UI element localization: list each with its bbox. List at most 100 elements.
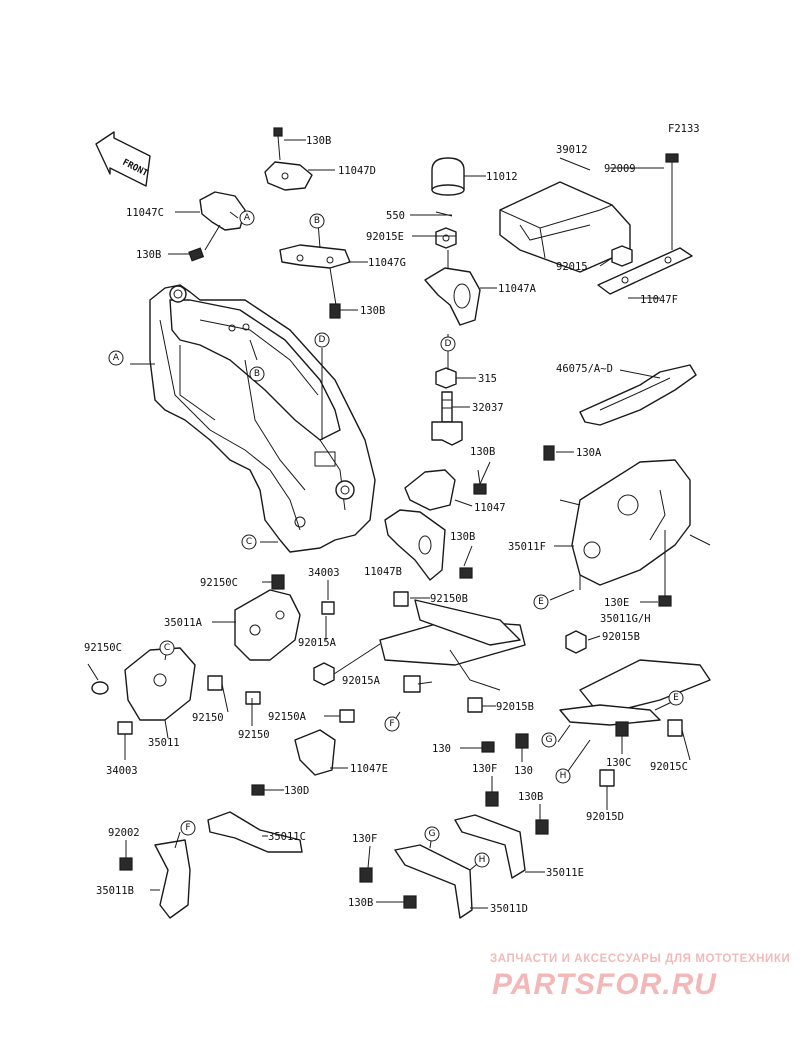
- label-11047a: 11047A: [498, 283, 537, 295]
- callout-g-2: G: [429, 829, 436, 839]
- label-92150a: 92150A: [268, 711, 307, 723]
- label-34003-top: 34003: [308, 567, 340, 579]
- watermark-brand: PARTSFOR.RU: [492, 968, 717, 1001]
- stay-35011f-part: [559, 459, 711, 590]
- callout-f-2: F: [185, 823, 190, 833]
- label-92150b: 92150B: [430, 593, 468, 605]
- watermark: ЗАПЧАСТИ И АКСЕССУАРЫ ДЛЯ МОТОТЕХНИКИ PA…: [490, 953, 790, 1001]
- label-92015: 92015: [556, 261, 588, 273]
- cap-11012-part: [431, 157, 465, 196]
- callout-f-1: F: [389, 719, 394, 729]
- cross-member-part: [313, 591, 526, 723]
- label-34003-bottom: 34003: [106, 765, 138, 777]
- part-number-labels: 130B 11047D 11047C 130B 11047G 130B 1101…: [84, 135, 688, 915]
- screw-92009-part: [665, 153, 679, 250]
- bracket-11047d-part: [264, 127, 313, 191]
- callout-d-1: D: [319, 335, 326, 345]
- label-92150-a: 92150: [192, 712, 224, 724]
- stay-35011b-part: [119, 839, 191, 919]
- label-92002: 92002: [108, 827, 140, 839]
- label-130b-top: 130B: [306, 135, 331, 147]
- label-11047g: 11047G: [368, 257, 406, 269]
- stud-32037-part: [431, 391, 463, 446]
- bolt-130a-part: [543, 445, 555, 461]
- figure-code: F2133: [668, 123, 700, 135]
- label-92150c-top: 92150C: [200, 577, 238, 589]
- main-frame-part: [149, 284, 376, 553]
- label-35011c: 35011C: [268, 831, 306, 843]
- label-11047b: 11047B: [364, 566, 402, 578]
- label-11047e: 11047E: [350, 763, 388, 775]
- label-130d: 130D: [284, 785, 309, 797]
- label-130b-e: 130B: [348, 897, 373, 909]
- label-11012: 11012: [486, 171, 518, 183]
- label-39012: 39012: [556, 144, 588, 156]
- label-130-b: 130: [514, 765, 533, 777]
- label-130f-a: 130F: [472, 763, 497, 775]
- bracket-11047a-part: [424, 267, 481, 326]
- label-92015d: 92015D: [586, 811, 624, 823]
- nut-315-part: [435, 367, 457, 389]
- label-35011d: 35011D: [490, 903, 528, 915]
- label-32037: 32037: [472, 402, 504, 414]
- label-35011: 35011: [148, 737, 180, 749]
- callout-c-1: C: [246, 537, 252, 547]
- bracket-11047-part: [404, 469, 487, 511]
- bracket-35011a-part: [234, 574, 335, 661]
- nut-92015e-part: [435, 227, 457, 249]
- label-315: 315: [478, 373, 497, 385]
- callout-h-1: H: [560, 771, 567, 781]
- callout-e-2: E: [673, 693, 679, 703]
- label-11047d: 11047D: [338, 165, 376, 177]
- label-130b-left: 130B: [136, 249, 161, 261]
- front-arrow-icon: FRONT: [95, 131, 151, 187]
- nut-92015-part: [611, 245, 633, 267]
- label-130c: 130C: [606, 757, 631, 769]
- label-550: 550: [386, 210, 405, 222]
- callout-a-2: A: [113, 353, 120, 363]
- label-92015c: 92015C: [650, 761, 688, 773]
- callout-letters: A A B B C C D D E E F F G G H H: [108, 210, 684, 868]
- label-46075: 46075/A~D: [556, 363, 613, 375]
- callout-d-2: D: [445, 339, 452, 349]
- callout-a-1: A: [244, 213, 251, 223]
- label-35011e: 35011E: [546, 867, 584, 879]
- label-11047c: 11047C: [126, 207, 164, 219]
- label-92015b-center: 92015B: [496, 701, 534, 713]
- label-92015a-2: 92015A: [342, 675, 381, 687]
- label-92009: 92009: [604, 163, 636, 175]
- label-92015e: 92015E: [366, 231, 404, 243]
- label-130e: 130E: [604, 597, 629, 609]
- stay-35011c-part: [207, 811, 303, 853]
- callout-g-1: G: [546, 735, 553, 745]
- label-11047: 11047: [474, 502, 506, 514]
- label-130b-center-2: 130B: [450, 531, 475, 543]
- label-92150-b: 92150: [238, 729, 270, 741]
- callout-h-2: H: [479, 855, 486, 865]
- label-130b-center: 130B: [470, 446, 495, 458]
- leader-lines: [87, 139, 691, 909]
- label-35011b: 35011B: [96, 885, 134, 897]
- label-130b-mid: 130B: [360, 305, 385, 317]
- stay-35011e-part: [454, 791, 549, 879]
- label-35011a: 35011A: [164, 617, 203, 629]
- watermark-tagline: ЗАПЧАСТИ И АКСЕССУАРЫ ДЛЯ МОТОТЕХНИКИ: [490, 953, 790, 965]
- label-11047f: 11047F: [640, 294, 678, 306]
- label-92015a-1: 92015A: [298, 637, 337, 649]
- label-130-a: 130: [432, 743, 451, 755]
- callout-b-1: B: [314, 216, 320, 226]
- cover-46075-part: [579, 364, 697, 426]
- plate-11047f-part: [597, 247, 693, 295]
- bracket-11047g-part: [279, 244, 351, 319]
- bolt-130e-part: [658, 595, 672, 607]
- stay-35011d-part: [359, 844, 473, 919]
- stay-35011gh-part: [481, 630, 711, 787]
- label-92150c-left: 92150C: [84, 642, 122, 654]
- label-130a: 130A: [576, 447, 602, 459]
- label-35011f: 35011F: [508, 541, 546, 553]
- label-92015b-right: 92015B: [602, 631, 640, 643]
- callout-c-2: C: [164, 643, 170, 653]
- label-130b-d: 130B: [518, 791, 543, 803]
- label-130f-b: 130F: [352, 833, 377, 845]
